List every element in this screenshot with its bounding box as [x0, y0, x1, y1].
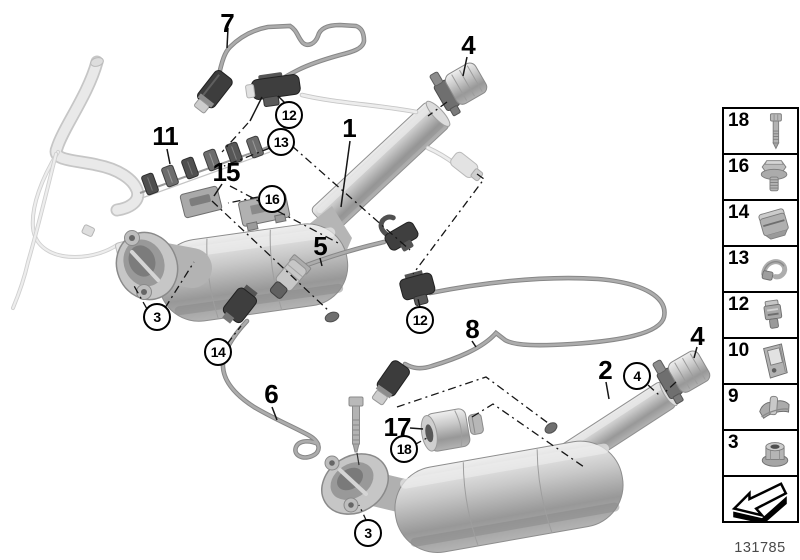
legend-item-14[interactable]: 14 [722, 199, 799, 247]
holder-bracket-icon [763, 343, 788, 379]
callout-16[interactable]: 16 [258, 185, 286, 213]
stud-bolt-part [348, 396, 364, 466]
legend-item-9[interactable]: 9 [722, 383, 799, 431]
sensor-connector-b [399, 270, 436, 306]
reference-lines [132, 101, 677, 523]
callout-3-b[interactable]: 3 [354, 519, 382, 547]
flange-screw-icon [760, 160, 788, 192]
oxygen-sensor-cable-8 [371, 270, 667, 406]
oxygen-sensor-cable-6 [220, 284, 321, 460]
direction-arrow-icon [731, 482, 788, 522]
rubber-mount-17 [420, 408, 484, 452]
sensor-connector-a [245, 72, 301, 108]
cable-clip-icon [763, 299, 783, 329]
callout-2[interactable]: 2 [598, 355, 613, 385]
exhaust-clamp-front [429, 62, 488, 117]
callout-4-c[interactable]: 4 [623, 362, 651, 390]
callout-8[interactable]: 8 [465, 314, 480, 344]
legend-item-16[interactable]: 16 [722, 153, 799, 201]
callout-18[interactable]: 18 [390, 435, 418, 463]
legend-item-3[interactable]: 3 [722, 429, 799, 477]
oxygen-sensor-cable-7 [194, 22, 367, 114]
legend-item-12[interactable]: 12 [722, 291, 799, 339]
legend-number: 3 [728, 432, 739, 453]
pigtail-connector [450, 151, 484, 182]
exhaust-clamp-rear [652, 350, 711, 405]
legend-number: 16 [728, 156, 750, 177]
legend-number: 14 [728, 202, 750, 223]
legend-item-13[interactable]: 13 [722, 245, 799, 293]
callout-12-a[interactable]: 12 [275, 101, 303, 129]
stud-bolt-icon [769, 113, 782, 150]
callout-12-b[interactable]: 12 [406, 306, 434, 334]
callout-6[interactable]: 6 [264, 379, 279, 409]
legend-number: 18 [728, 110, 750, 131]
callout-11[interactable]: 11 [152, 121, 178, 151]
catalytic-converter-1 [115, 100, 451, 323]
oxygen-sensor-8 [371, 360, 410, 406]
legend-number: 12 [728, 294, 750, 315]
callout-13[interactable]: 13 [267, 128, 295, 156]
legend-direction-cell[interactable] [722, 475, 799, 523]
callout-4-top[interactable]: 4 [461, 30, 476, 60]
callout-3-a[interactable]: 3 [143, 303, 171, 331]
callout-1[interactable]: 1 [342, 113, 357, 143]
flange-nut-icon [761, 442, 789, 467]
oxygen-sensor-7 [194, 70, 233, 114]
support-bracket [179, 185, 223, 219]
legend-item-18[interactable]: 18 [722, 107, 799, 155]
sensor-connector-6 [222, 284, 258, 324]
sensor-connector-5 [378, 214, 419, 252]
callout-14[interactable]: 14 [204, 338, 232, 366]
retaining-clip-icon [761, 259, 788, 281]
callout-4-b[interactable]: 4 [690, 321, 705, 351]
clamp-icon [759, 395, 790, 420]
legend-number: 10 [728, 340, 750, 361]
drawing-number: 131785 [734, 540, 786, 556]
leader-lines [166, 27, 698, 430]
legend-number: 9 [728, 386, 739, 407]
legend-number: 13 [728, 248, 750, 269]
callout-7[interactable]: 7 [220, 8, 235, 38]
parts-legend: 18 16 14 [722, 107, 799, 523]
spring-clip-icon [758, 208, 789, 240]
callout-15[interactable]: 15 [212, 157, 241, 187]
catalytic-converter-2 [321, 380, 678, 553]
callout-5[interactable]: 5 [313, 231, 328, 261]
legend-item-10[interactable]: 10 [722, 337, 799, 385]
sensor-pigtail-cables [299, 92, 484, 182]
